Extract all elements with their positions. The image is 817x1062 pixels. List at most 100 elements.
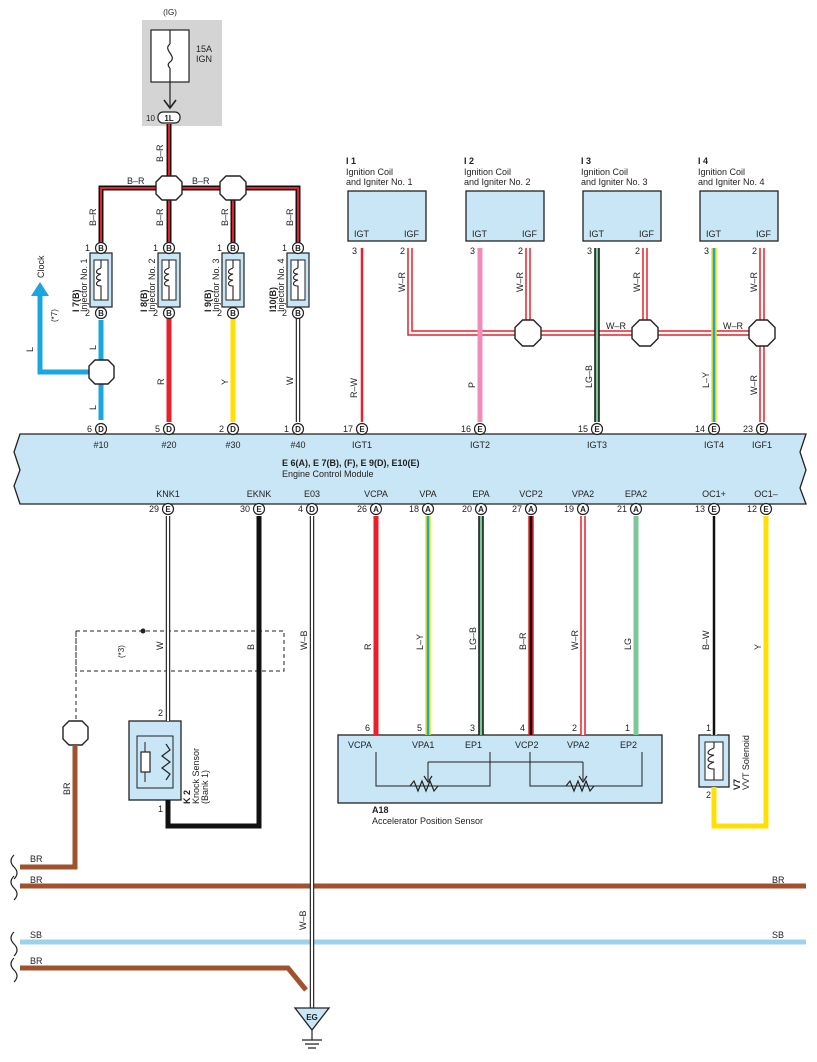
injector-3-pin-bottom-letter: B bbox=[230, 309, 236, 318]
igf-bus-wire bbox=[407, 248, 765, 336]
ecm-bottom-pin-num: 19 bbox=[564, 504, 574, 514]
injector-4-pin-top-circle bbox=[291, 241, 305, 255]
injector-2-pin-top-circle bbox=[162, 241, 176, 255]
ignition-coil-2-pin3: 3 bbox=[470, 246, 475, 256]
ignition-coil-2-name2: and Igniter No. 2 bbox=[464, 177, 531, 187]
ecm-top-pin-1-circle bbox=[94, 422, 108, 436]
injector-3-pin-bottom-circle bbox=[226, 306, 240, 320]
injector-coil-icon bbox=[227, 260, 234, 300]
ecm-top-term-label: IGF1 bbox=[752, 440, 772, 450]
ecm-top-pin-num: 6 bbox=[87, 424, 92, 434]
bus-sb-label-right: SB bbox=[772, 930, 784, 940]
fuse-name: IGN bbox=[196, 54, 212, 64]
ignition-coil-3-code: I 3 bbox=[581, 156, 591, 166]
ecm-bottom-pin-8-circle bbox=[576, 502, 590, 516]
igf-wire-label-2: W–R bbox=[515, 272, 525, 293]
injector-4-pin1-num: 1 bbox=[282, 243, 287, 253]
aps-pin-num: 3 bbox=[470, 723, 475, 733]
injector-4-pin-bottom-letter: B bbox=[295, 309, 301, 318]
ecm-bottom-pin-4-letter: A bbox=[373, 505, 379, 514]
ecm-bottom-pin-9-letter: A bbox=[633, 505, 639, 514]
injector-2-pin2-num: 2 bbox=[153, 308, 158, 318]
ecm-bottom-term-label: E03 bbox=[304, 489, 320, 499]
ecm-bottom-pin-10-circle bbox=[707, 502, 721, 516]
ecm-bottom-pin-6-letter: A bbox=[478, 505, 484, 514]
ecm-top-pin-5-circle bbox=[355, 422, 369, 436]
ecm-bottom-pin-num: 20 bbox=[462, 504, 472, 514]
vvt-name: VVT Solenoid bbox=[741, 735, 751, 790]
injector-4-pin-top-letter: B bbox=[295, 244, 301, 253]
knock-pin1: 1 bbox=[158, 804, 163, 814]
fuse-rating: 15A bbox=[196, 44, 212, 54]
ecm-bottom-wire-label: L–Y bbox=[415, 634, 425, 650]
ecm-top-pin-7-letter: E bbox=[594, 425, 600, 434]
aps-term-label: VPA1 bbox=[412, 740, 434, 750]
supply-wire-label-5: B–R bbox=[220, 208, 230, 226]
injector-3-pin1-num: 1 bbox=[217, 243, 222, 253]
igf-bus-label-1: W–R bbox=[606, 321, 627, 331]
injector-2-pin-top-letter: B bbox=[166, 244, 172, 253]
piezo-icon bbox=[140, 751, 151, 773]
ecm-top-terminals: D6#10D5#20D2#30D1#40E17IGT1E16IGT2E15IGT… bbox=[87, 422, 772, 450]
ecm-top-pin-num: 14 bbox=[695, 424, 705, 434]
ecm-top-terminal-#10: D6#10 bbox=[87, 422, 109, 450]
ecm-top-term-label: IGT4 bbox=[704, 440, 724, 450]
ecm-top-pin-num: 23 bbox=[743, 424, 753, 434]
ecm-bottom-wire-label: B bbox=[246, 644, 256, 650]
fuse-connector: 1L bbox=[164, 114, 173, 123]
knock-name1: Knock Sensor bbox=[191, 748, 201, 804]
ecm-bottom-pin-5-circle bbox=[421, 502, 435, 516]
igt-wire-label-3: LG–B bbox=[584, 365, 594, 388]
ecm-top-pin-3-letter: D bbox=[230, 425, 236, 434]
ecm-top-pin-7-circle bbox=[590, 422, 604, 436]
ecm-top-terminal-#40: D1#40 bbox=[284, 422, 306, 450]
ecm-top-pin-4-circle bbox=[291, 422, 305, 436]
bus-lines: BR BR BR SB SB BR bbox=[10, 854, 806, 992]
supply-wire-label-6: B–R bbox=[285, 208, 295, 226]
ecm-top-pin-2-letter: D bbox=[166, 425, 172, 434]
igf-wire-label-4: W–R bbox=[749, 272, 759, 293]
injector-1-pin2-num: 2 bbox=[85, 308, 90, 318]
resistor-icon bbox=[161, 743, 171, 781]
igf-splice-3 bbox=[748, 319, 776, 347]
ignition-coil-3-igt: IGT bbox=[589, 229, 605, 239]
ecm-bottom-pin-4-circle bbox=[369, 502, 383, 516]
supply-wiring: B–R B–R B–R B–R B–R B–R B–R bbox=[88, 124, 301, 243]
ecm-bottom-term-label: EKNK bbox=[247, 489, 272, 499]
ecm-bottom-pin-num: 4 bbox=[298, 504, 303, 514]
ecm-top-pin-num: 2 bbox=[219, 424, 224, 434]
ecm-top-term-label: #10 bbox=[93, 440, 108, 450]
vvt-pin1: 1 bbox=[706, 723, 711, 733]
engine-control-module: E 6(A), E 7(B), (F), E 9(D), E10(E) Engi… bbox=[13, 433, 807, 505]
supply-wire-label-3: B–R bbox=[88, 208, 98, 226]
ecm-bottom-pin-num: 21 bbox=[617, 504, 627, 514]
aps-term-label: VCP2 bbox=[515, 740, 539, 750]
igf-wire-label-3: W–R bbox=[632, 272, 642, 293]
ignition-coil-1-name1: Ignition Coil bbox=[346, 167, 393, 177]
igf-splice-1 bbox=[514, 319, 542, 347]
ecm-top-term-label: IGT3 bbox=[587, 440, 607, 450]
ignition-coil-3-pin2: 2 bbox=[635, 246, 640, 256]
ecm-bottom-pin-11-letter: E bbox=[763, 505, 769, 514]
ignition-coil-3-body bbox=[582, 190, 662, 242]
ecm-top-pin-2-circle bbox=[162, 422, 176, 436]
aps-name: Accelerator Position Sensor bbox=[372, 816, 483, 826]
ignition-coil-1-name2: and Igniter No. 1 bbox=[346, 177, 413, 187]
fuse-source-label: (IG) bbox=[163, 8, 177, 17]
ignition-coil-4-igt: IGT bbox=[706, 229, 722, 239]
ecm-top-pin-9-letter: E bbox=[759, 425, 765, 434]
